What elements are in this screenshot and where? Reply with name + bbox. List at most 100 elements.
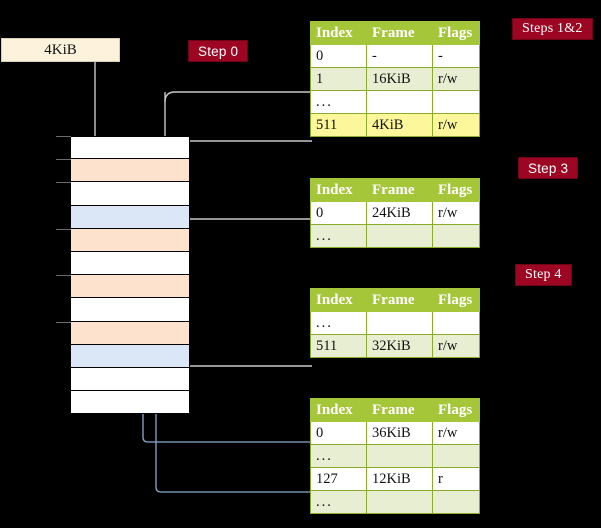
source-frame-box: 4KiB — [1, 38, 120, 62]
column-header-index: Index — [310, 178, 367, 202]
table-cell-frame: 36KiB — [366, 421, 433, 445]
column-header-flags: Flags — [432, 288, 480, 312]
wire-blue-level4-row0 — [136, 201, 312, 443]
column-header-flags: Flags — [432, 21, 480, 45]
source-frame-label: 4KiB — [44, 41, 77, 58]
memory-frame-row — [70, 182, 190, 206]
table-row: 0-- — [310, 44, 480, 68]
memory-frame-tick — [56, 228, 71, 230]
table-cell-index: ... — [310, 224, 367, 248]
badge-step-0-label: Step 0 — [198, 43, 239, 59]
memory-frame-tick — [56, 159, 71, 161]
table-cell-frame — [366, 224, 433, 248]
table-cell-frame: - — [366, 44, 433, 68]
wire-blue-level4-row127 — [149, 320, 312, 493]
memory-frame-tick — [56, 275, 71, 277]
memory-frame-tick — [56, 182, 71, 184]
column-header-index: Index — [310, 21, 367, 45]
table-cell-index: 0 — [310, 44, 367, 68]
table-cell-flags: r — [432, 467, 480, 491]
memory-frame-row — [70, 391, 190, 415]
table-cell-frame — [366, 444, 433, 468]
badge-step-0: Step 0 — [188, 40, 249, 62]
badge-steps-1-2-label: Steps 1&2 — [522, 21, 583, 36]
table-row: ... — [310, 444, 480, 468]
table-cell-flags: - — [432, 44, 480, 68]
table-cell-index: 127 — [310, 467, 367, 491]
physical-memory-frames — [56, 136, 190, 415]
table-cell-index: ... — [310, 490, 367, 514]
table-cell-flags: r/w — [432, 334, 480, 358]
badge-step-3: Step 3 — [518, 157, 579, 179]
memory-frame-row — [70, 368, 190, 392]
table-cell-flags: r/w — [432, 201, 480, 225]
wire-step3-to-memory — [177, 218, 312, 272]
memory-frame-row — [70, 136, 190, 160]
badge-step-4-label: Step 4 — [525, 267, 562, 282]
memory-frame-row — [70, 159, 190, 183]
memory-frame-row — [70, 344, 190, 368]
column-header-frame: Frame — [366, 21, 433, 45]
table-cell-index: 511 — [310, 334, 367, 358]
badge-step-4: Step 4 — [515, 264, 572, 286]
column-header-index: Index — [310, 288, 367, 312]
wire-steps12-tap — [164, 91, 312, 103]
table-cell-flags — [432, 311, 480, 335]
wire-step4-to-memory — [177, 312, 312, 367]
table-cell-flags — [432, 444, 480, 468]
memory-frame-row — [70, 321, 190, 345]
table-cell-flags: r/w — [432, 113, 480, 137]
table-cell-flags: r/w — [432, 67, 480, 91]
table-cell-index: ... — [310, 444, 367, 468]
table-cell-index: 0 — [310, 421, 367, 445]
column-header-frame: Frame — [366, 178, 433, 202]
table-cell-frame — [366, 311, 433, 335]
table-cell-index: ... — [310, 311, 367, 335]
table-cell-flags: r/w — [432, 421, 480, 445]
memory-frame-row — [70, 252, 190, 276]
table-cell-flags — [432, 490, 480, 514]
table-cell-index: ... — [310, 90, 367, 114]
badge-steps-1-2: Steps 1&2 — [512, 18, 593, 40]
table-cell-index: 1 — [310, 67, 367, 91]
column-header-flags: Flags — [432, 178, 480, 202]
table-cell-frame: 12KiB — [366, 467, 433, 491]
column-header-index: Index — [310, 398, 367, 422]
column-header-flags: Flags — [432, 398, 480, 422]
memory-frame-tick — [56, 136, 71, 137]
table-cell-frame: 16KiB — [366, 67, 433, 91]
table-cell-frame — [366, 90, 433, 114]
table-cell-index: 511 — [310, 113, 367, 137]
table-row: ... — [310, 311, 480, 335]
table-row: ... — [310, 90, 480, 114]
table-cell-frame: 4KiB — [366, 113, 433, 137]
table-cell-frame: 32KiB — [366, 334, 433, 358]
table-cell-frame: 24KiB — [366, 201, 433, 225]
table-cell-flags — [432, 90, 480, 114]
table-cell-flags — [432, 224, 480, 248]
memory-frame-row — [70, 228, 190, 252]
memory-frame-row — [70, 205, 190, 229]
memory-frame-row — [70, 275, 190, 299]
table-cell-index: 0 — [310, 201, 367, 225]
table-cell-frame — [366, 490, 433, 514]
table-row: ... — [310, 224, 480, 248]
memory-frame-tick — [56, 321, 71, 323]
column-header-frame: Frame — [366, 398, 433, 422]
badge-step-3-label: Step 3 — [528, 160, 569, 176]
column-header-frame: Frame — [366, 288, 433, 312]
